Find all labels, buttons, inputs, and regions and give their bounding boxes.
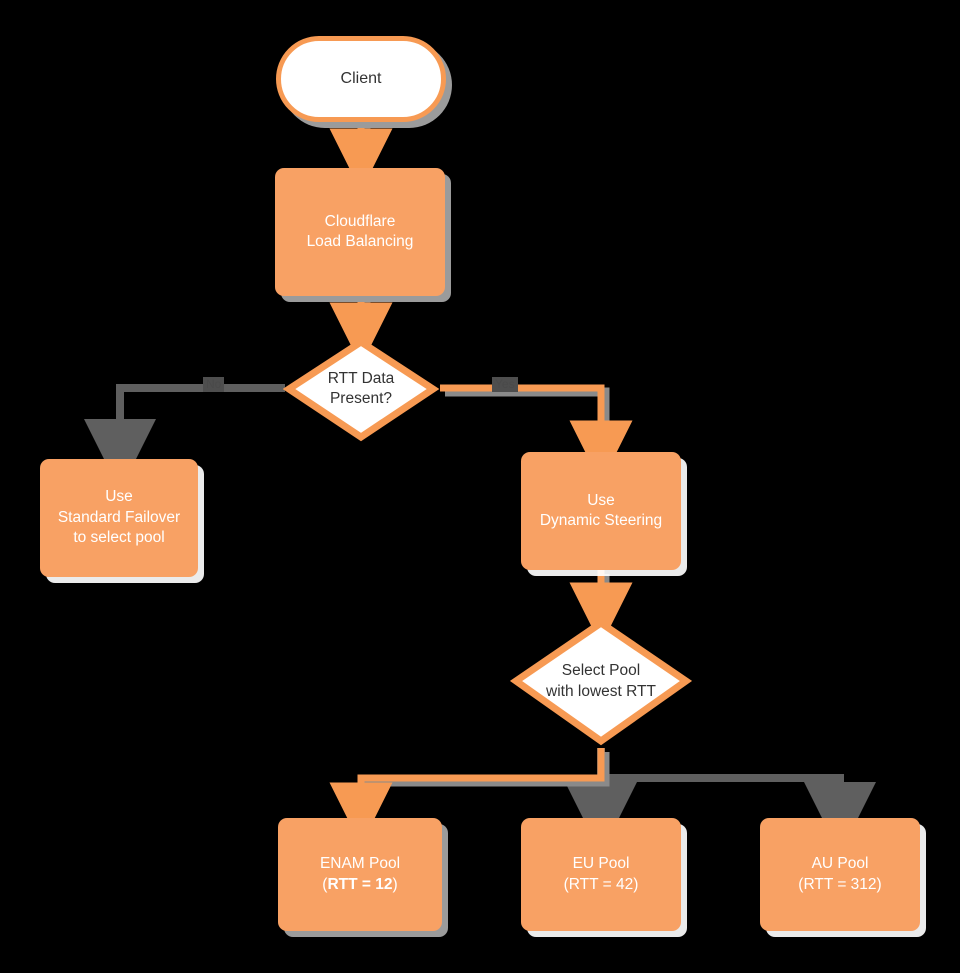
edge-label-yes: Yes	[492, 377, 518, 393]
edge-select-pool-to-au-pool	[601, 774, 876, 854]
node-client[interactable]: Client	[276, 36, 446, 122]
node-au-pool[interactable]: AU Pool (RTT = 312)	[760, 818, 920, 931]
node-client-label: Client	[340, 70, 382, 88]
node-au-pool-name: AU Pool	[811, 855, 869, 873]
node-dynamic-steering-line-1: Use	[587, 491, 615, 509]
node-load-balancing-line-2: Load Balancing	[306, 233, 414, 250]
node-dynamic-steering[interactable]: Use Dynamic Steering	[521, 452, 681, 570]
select-pool-diamond-shape	[510, 618, 692, 746]
edge-select-pool-shadow	[360, 752, 610, 818]
node-rtt-data-present[interactable]: RTT Data Present?	[283, 333, 439, 445]
node-au-pool-rtt-suffix: )	[876, 875, 882, 893]
edge-decision-no-to-standard-failover	[84, 384, 285, 491]
node-eu-pool-rtt-value: RTT = 42	[568, 875, 634, 893]
edge-select-pool-to-enam-pool	[329, 748, 605, 846]
node-enam-pool[interactable]: ENAM Pool (RTT = 12)	[278, 818, 442, 931]
node-select-pool[interactable]: Select Pool with lowest RTT	[510, 615, 692, 748]
node-enam-pool-rtt-prefix: (	[322, 875, 328, 893]
node-load-balancing-line-1: Cloudflare	[324, 212, 396, 230]
node-select-pool-label: Select Pool with lowest RTT	[510, 615, 692, 748]
node-rtt-data-present-label: RTT Data Present?	[283, 333, 439, 445]
node-rtt-data-present-line-1: RTT Data	[327, 369, 395, 387]
edge-label-yes-text: Yes	[495, 377, 515, 391]
edge-label-no-text: No	[206, 377, 222, 391]
node-standard-failover-line-3: to select pool	[73, 529, 165, 547]
node-enam-pool-rtt-suffix: )	[392, 875, 398, 893]
node-enam-pool-rtt-value: RTT = 12	[327, 875, 393, 893]
node-eu-pool-name: EU Pool	[572, 855, 630, 873]
node-au-pool-rtt-prefix: (	[798, 875, 804, 893]
node-eu-pool[interactable]: EU Pool (RTT = 42)	[521, 818, 681, 931]
node-eu-pool-rtt-prefix: (	[563, 875, 569, 893]
edge-decision-yes-to-dynamic-steering	[440, 384, 633, 484]
node-dynamic-steering-line-2: Dynamic Steering	[539, 512, 663, 529]
node-eu-pool-rtt-suffix: )	[633, 875, 639, 893]
rtt-decision-diamond-shape	[283, 337, 439, 442]
node-enam-pool-name: ENAM Pool	[319, 855, 401, 873]
node-standard-failover[interactable]: Use Standard Failover to select pool	[40, 459, 198, 577]
node-enam-pool-rtt: (RTT = 12)	[322, 875, 397, 895]
node-standard-failover-line-2: Standard Failover	[57, 508, 181, 526]
node-eu-pool-rtt: (RTT = 42)	[564, 875, 639, 895]
node-select-pool-line-1: Select Pool	[561, 662, 641, 680]
edge-decision-yes-shadow	[445, 387, 610, 452]
node-select-pool-line-2: with lowest RTT	[546, 682, 656, 700]
edge-label-no: No	[203, 377, 225, 393]
node-rtt-data-present-line-2: Present?	[329, 390, 393, 407]
node-au-pool-rtt: (RTT = 312)	[798, 875, 881, 895]
node-standard-failover-line-1: Use	[105, 488, 133, 506]
node-au-pool-rtt-value: RTT = 312	[803, 875, 877, 893]
node-load-balancing[interactable]: Cloudflare Load Balancing	[275, 168, 445, 296]
